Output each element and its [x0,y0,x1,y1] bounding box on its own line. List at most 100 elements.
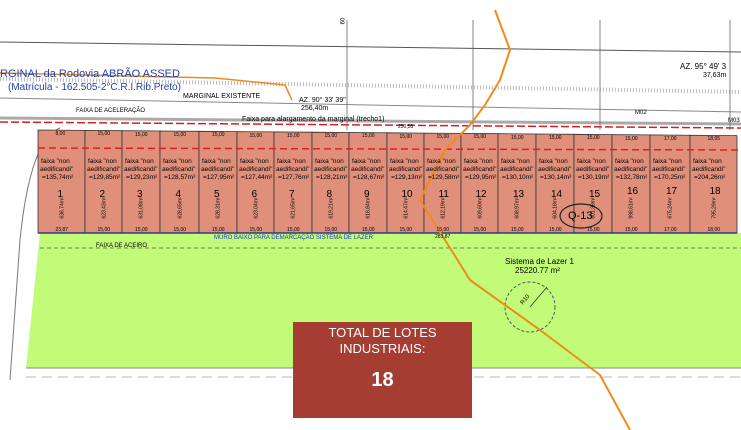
lot-back-dimension: 15,00 [436,227,450,233]
faixa-label: aedificandi" [276,166,310,173]
property-boundary [0,121,741,129]
block-label-oval [559,203,603,229]
faixa-label: faixa "non [352,158,381,165]
lot-back-dimension: 15,00 [287,227,300,233]
faixa-label: faixa "non [315,158,344,165]
lot-back-dimension: 15,00 [587,227,600,233]
lot-area: 608,97m² [514,197,521,219]
lot-number: 5 [214,189,220,200]
firebreak-label: FAIXA DE ACEIRO [96,243,148,249]
marginal-label: MARGINAL EXISTENTE [183,93,261,100]
road-edge [0,116,741,126]
faixa-label: faixa "non [539,158,568,165]
lot-back-dimension: 15,00 [362,227,375,233]
lot-number: 3 [137,189,143,200]
road-edge [0,41,741,53]
lot-front-dimension: 15,00 [362,133,375,140]
faixa-area: =128,21m² [316,174,348,181]
faixa-label: aedificandi" [463,166,497,173]
faixa-label: faixa "non [693,158,722,165]
lot-front-dimension: 15,00 [249,132,263,139]
lot-area: 619,21m² [328,197,335,219]
azimuth-label: AZ. 90° 33' 39" [299,97,346,104]
accel-lane-label: FAIXA DE ACELERAÇÃO [76,108,146,114]
lot-number: 15 [589,189,601,200]
faixa-label: aedificandi" [351,166,385,173]
lot-number: 10 [401,189,413,200]
lot-front-dimension: 15,00 [436,134,450,141]
faixa-area: =130,10m² [502,174,534,181]
lot-front-dimension: 15,00 [399,133,413,140]
widening-label: Faixa para alargamento da marginal (trec… [242,116,385,123]
faixa-label: aedificandi" [124,166,158,173]
lot-front-dimension: 8,00 [55,131,66,137]
faixa-label: faixa "non [577,158,606,165]
faixa-area: =127,44m² [241,174,273,181]
lot-back-dimension: 15,00 [473,227,487,233]
total-lots-title: TOTAL DE LOTES [328,325,437,340]
lot-group [37,129,738,234]
marker-m02: M02 [635,110,647,116]
marker-m03: M03 [728,118,740,124]
road-hatching [0,77,741,94]
total-lots-title-2: INDUSTRIAIS: [339,341,426,356]
faixa-area: =130,19m² [578,174,610,181]
lot-number: 11 [438,189,449,200]
lot-area: 623,43m² [101,197,108,219]
faixa-area: =135,74m² [42,174,74,181]
stream-line [418,9,631,430]
lot-number: 7 [289,189,295,200]
lot-back-dimension: 15,00 [97,227,111,233]
lot-back-dimension: 15,00 [324,227,338,233]
leisure-area [26,233,741,368]
total-lots-count: 18 [371,369,394,391]
lot-number: 8 [326,189,333,200]
faixa-label: faixa "non [390,158,419,165]
dimension-label: 283,87 [435,234,451,240]
leisure-name: Sistema de Lazer 1 [505,257,574,266]
faixa-label: aedificandi" [239,166,273,173]
lot-front-dimension: 15,00 [324,133,338,140]
faixa-area: =204,26m² [694,174,726,181]
faixa-area: =170,25m² [654,174,686,181]
faixa-label: aedificandi" [87,166,121,173]
lot-area: 614,47m² [403,197,410,219]
faixa-label: faixa "non [163,158,192,165]
faixa-label: aedificandi" [426,166,460,173]
lot-number: 6 [251,189,258,200]
lot-area: 604,18m² [552,197,559,219]
lot-front-dimension: 17,00 [664,135,677,142]
faixa-area: =129,85m² [89,174,121,181]
lot-front-dimension: 15,00 [549,134,562,141]
faixa-area: =127,76m² [278,174,310,181]
road-edge [0,97,741,113]
lot-area: 795,29m² [711,197,718,219]
faixa-label: faixa "non [277,158,306,165]
lot-front-dimension: 18,05 [707,136,721,143]
faixa-label: faixa "non [125,158,154,165]
faixa-label: faixa "non [240,158,269,165]
lot-front-dimension: 15,00 [97,131,111,138]
faixa-label: faixa "non [615,158,644,165]
non-aedificandi-line [37,147,741,151]
lot-back-dimension: 15,00 [135,227,148,233]
faixa-area: =129,23m² [126,174,158,181]
faixa-label: aedificandi" [652,166,686,173]
block-label: Q-13 [568,210,593,222]
lot-area: 601,38m² [590,197,597,219]
lot-area: 675,24m² [667,197,674,219]
faixa-area: =128,67m² [353,174,385,181]
wall-label: MURO BAIXO PARA DEMARCAÇÃO SISTEMA DE LA… [214,235,373,241]
lot-back-dimension: 15,00 [549,227,562,233]
road-title: RGINAL da Rodovia ABRÃO ASSED [0,68,180,80]
lot-front-dimension: 15,00 [212,132,225,139]
faixa-area: =129,58m² [428,174,460,181]
faixa-label: faixa "non [464,158,493,165]
lot-back-dimension: 15,00 [511,227,524,233]
lot-back-dimension: 15,00 [249,227,263,233]
faixa-label: aedificandi" [389,166,423,173]
lot-area: 618,84m² [365,197,372,219]
lot-front-dimension: 15,00 [511,134,524,141]
faixa-label: aedificandi" [201,166,235,173]
faixa-area: =129,13m² [391,174,423,181]
